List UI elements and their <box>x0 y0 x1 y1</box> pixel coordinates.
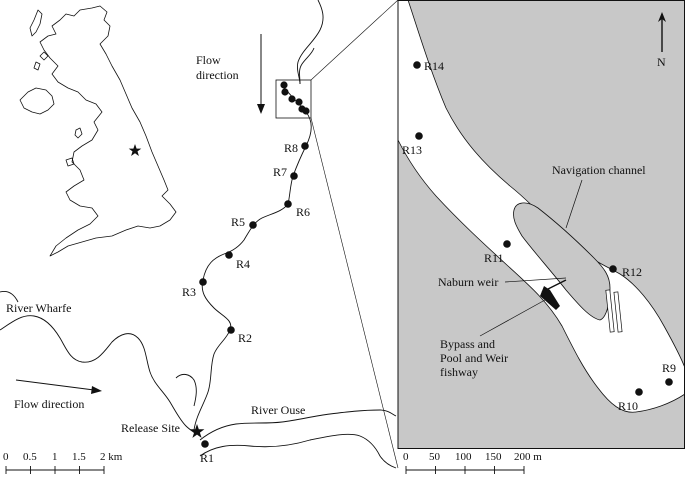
scale-label-0-5: 0.5 <box>23 451 37 463</box>
river-ouse-lower <box>199 409 397 441</box>
receiver-r13-dot <box>415 132 423 140</box>
western-isles-outline <box>29 9 43 37</box>
york-star-icon <box>128 144 142 156</box>
fishway-label-line2: Pool and Weir <box>440 351 508 365</box>
flow-direction-top-label: Flow direction <box>196 53 239 82</box>
flow-direction-top-line1: Flow <box>196 53 221 67</box>
zoom-extent-box <box>275 79 312 119</box>
receiver-r1-dot <box>201 440 209 448</box>
overview-scale-bar <box>5 466 105 474</box>
navigation-channel-leader <box>565 179 583 229</box>
zoom-receiver-cluster <box>280 81 310 115</box>
river-ouse-upper-bank <box>297 0 324 85</box>
receiver-r11-label: R11 <box>484 251 504 265</box>
northern-ireland-outline <box>19 87 55 115</box>
receiver-r8-dot <box>301 142 309 150</box>
flow-direction-top-line2: direction <box>196 68 239 82</box>
receiver-dot <box>288 95 296 103</box>
tributary-line <box>0 291 19 303</box>
receiver-r3-dot <box>199 278 207 286</box>
fishway-label-line1: Bypass and <box>440 337 495 351</box>
receiver-r5-label: R5 <box>231 215 245 229</box>
fishway-label: Bypass and Pool and Weir fishway <box>440 337 511 379</box>
receiver-r12-dot <box>609 265 617 273</box>
release-site-label: Release Site <box>121 421 180 435</box>
river-wharfe-label: River Wharfe <box>6 301 71 315</box>
scale-label-1: 1 <box>52 451 58 463</box>
north-arrow-head <box>658 12 666 22</box>
overview-scale-labels: 0 0.5 1 1.5 2 km <box>3 451 123 463</box>
receiver-r9-dot <box>665 378 673 386</box>
receiver-r10-dot <box>635 388 643 396</box>
receiver-r10-label: R10 <box>618 399 638 413</box>
receiver-r11-dot <box>503 240 511 248</box>
inset-scale-bar <box>405 466 525 474</box>
anglesey-outline <box>65 157 75 167</box>
inset-island <box>513 202 611 321</box>
receiver-r9-label: R9 <box>662 361 676 375</box>
fishway-label-line3: fishway <box>440 365 478 379</box>
receiver-r3-label: R3 <box>182 285 196 299</box>
river-ouse-line <box>193 83 312 431</box>
fishway-leader <box>479 299 546 337</box>
overview-receivers: R8 R7 R6 R5 R4 R3 R2 R1 <box>182 141 310 465</box>
uk-outline <box>19 5 177 257</box>
receiver-r4-dot <box>225 251 233 259</box>
inset-scale-label-200m: 200 m <box>514 451 542 463</box>
receiver-r6-dot <box>284 200 292 208</box>
lock-structure <box>605 289 623 333</box>
receiver-dot <box>295 98 303 106</box>
flow-arrow-left-head-icon <box>91 386 102 394</box>
river-ouse-label: River Ouse <box>251 403 305 417</box>
inset-scale-label-50: 50 <box>429 451 441 463</box>
inset-scale-label-100: 100 <box>455 451 472 463</box>
scale-label-1-5: 1.5 <box>72 451 86 463</box>
naburn-weir-label: Naburn weir <box>438 275 498 289</box>
inset-scale-label-0: 0 <box>403 451 409 463</box>
receiver-r7-dot <box>290 172 298 180</box>
navigation-channel-label: Navigation channel <box>552 163 646 177</box>
receiver-r13-label: R13 <box>402 143 422 157</box>
receiver-dot <box>280 81 288 89</box>
receiver-r1-label: R1 <box>200 451 214 465</box>
zoom-connector-bottom <box>310 117 399 469</box>
inset-map: R14 R13 R11 R12 R9 R10 Navigation channe… <box>397 0 685 474</box>
receiver-r14-dot <box>413 61 421 69</box>
scale-label-2km: 2 km <box>100 451 123 463</box>
receiver-r5-dot <box>249 221 257 229</box>
receiver-r12-label: R12 <box>622 265 642 279</box>
receiver-dot <box>281 88 289 96</box>
receiver-r7-label: R7 <box>273 165 287 179</box>
island-outline <box>33 61 41 71</box>
lock-chamber <box>605 289 615 333</box>
river-wharfe-line <box>0 315 197 435</box>
naburn-weir-leader <box>504 277 567 283</box>
receiver-r2-dot <box>227 326 235 334</box>
receiver-r14-label: R14 <box>424 59 444 73</box>
inset-scale-label-150: 150 <box>485 451 502 463</box>
island-outline <box>39 51 49 61</box>
receiver-r2-label: R2 <box>238 331 252 345</box>
zoom-connector-top <box>310 0 399 81</box>
river-ouse-south <box>199 433 397 469</box>
receiver-dot <box>302 107 310 115</box>
release-site-star-icon <box>189 424 205 438</box>
flow-arrow-left-shaft <box>15 379 95 391</box>
isle-of-man-outline <box>74 127 83 139</box>
flow-arrow-top-head-icon <box>257 104 265 114</box>
river-ouse-top <box>299 47 315 85</box>
north-label: N <box>657 55 666 69</box>
flow-direction-left-label: Flow direction <box>14 397 84 411</box>
receiver-r6-label: R6 <box>296 205 310 219</box>
north-arrow-icon: N <box>657 12 666 69</box>
receiver-r8-label: R8 <box>284 141 298 155</box>
receiver-r4-label: R4 <box>236 257 250 271</box>
river-wharfe-bank <box>175 373 197 407</box>
great-britain-outline <box>39 5 177 257</box>
inset-scale-labels: 0 50 100 150 200 m <box>403 451 542 463</box>
lock-chamber <box>613 291 623 333</box>
scale-label-0: 0 <box>3 451 9 463</box>
fishway-structure <box>540 286 560 310</box>
